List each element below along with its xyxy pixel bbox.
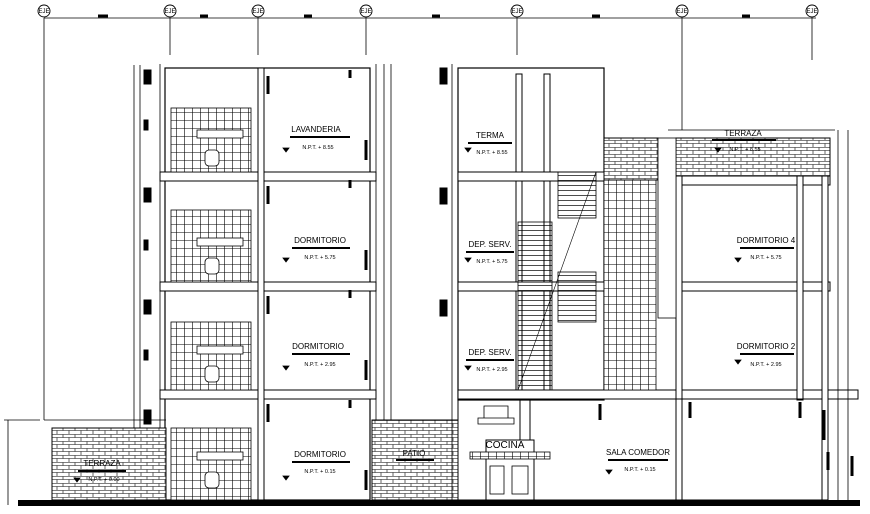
level-markers bbox=[73, 147, 742, 483]
eje-label: EJE bbox=[38, 9, 49, 15]
room-name: DORMITORIO bbox=[294, 236, 346, 245]
room-level: N.P.T. + 0.15 bbox=[624, 467, 655, 473]
room-level: N.P.T. + 2.95 bbox=[304, 362, 335, 368]
room-level: N.P.T. + 5.75 bbox=[750, 255, 781, 261]
room-level: N.P.T. + 0.00 bbox=[88, 477, 119, 483]
room-label-patio: PATIO bbox=[396, 449, 434, 461]
room-label-dormitorio-left-2: DORMITORIO N.P.T. + 2.95 bbox=[292, 342, 350, 368]
room-label-dormitorio-left-1: DORMITORIO N.P.T. + 0.15 bbox=[292, 450, 350, 475]
room-label-lavanderia: LAVANDERIA N.P.T. + 8.55 bbox=[290, 125, 350, 151]
eje-label: EJE bbox=[164, 9, 175, 15]
eje-marker-2: EJE bbox=[163, 4, 177, 18]
right-block bbox=[439, 64, 859, 501]
room-name: DEP. SERV. bbox=[469, 240, 512, 249]
eje-marker-5: EJE bbox=[510, 4, 524, 18]
room-name: COCINA bbox=[486, 440, 525, 451]
room-level: N.P.T. + 0.15 bbox=[304, 469, 335, 475]
axis-grid bbox=[43, 14, 816, 420]
room-label-cocina: COCINA bbox=[486, 440, 525, 451]
eje-label: EJE bbox=[252, 9, 263, 15]
room-level: N.P.T. + 2.95 bbox=[750, 362, 781, 368]
room-name: DEP. SERV. bbox=[469, 348, 512, 357]
room-name: DORMITORIO 2 bbox=[737, 342, 796, 351]
room-name: PATIO bbox=[403, 449, 426, 458]
room-label-terma: TERMA N.P.T. + 8.55 bbox=[468, 131, 512, 156]
ground-line bbox=[4, 419, 860, 506]
room-name: DORMITORIO bbox=[292, 342, 344, 351]
eje-label: EJE bbox=[806, 9, 817, 15]
room-level: N.P.T. + 5.75 bbox=[476, 259, 507, 265]
room-label-dormitorio-left-3: DORMITORIO N.P.T. + 5.75 bbox=[292, 236, 350, 261]
eje-label: EJE bbox=[511, 9, 522, 15]
room-name: TERRAZA bbox=[83, 459, 121, 468]
left-block bbox=[133, 64, 392, 501]
room-label-dormitorio-2: DORMITORIO 2 N.P.T. + 2.95 bbox=[737, 342, 796, 368]
room-level: N.P.T. + 8.55 bbox=[729, 147, 760, 153]
room-label-sala-comedor: SALA COMEDOR N.P.T. + 0.15 bbox=[606, 448, 670, 473]
eje-marker-1: EJE bbox=[37, 4, 51, 18]
eje-label: EJE bbox=[676, 9, 687, 15]
eje-marker-3: EJE bbox=[251, 4, 265, 18]
eje-marker-6: EJE bbox=[675, 4, 689, 18]
room-label-dormitorio-4: DORMITORIO 4 N.P.T. + 5.75 bbox=[737, 236, 796, 261]
room-level: N.P.T. + 2.95 bbox=[476, 367, 507, 373]
room-label-terraza-top: TERRAZA N.P.T. + 8.55 bbox=[712, 129, 776, 153]
eje-marker-7: EJE bbox=[805, 4, 819, 18]
room-name: DORMITORIO 4 bbox=[737, 236, 796, 245]
room-label-dep-serv-2: DEP. SERV. N.P.T. + 2.95 bbox=[466, 348, 514, 373]
room-name: LAVANDERIA bbox=[291, 125, 341, 134]
eje-label: EJE bbox=[360, 9, 371, 15]
room-name: TERRAZA bbox=[724, 129, 762, 138]
room-label-terraza-ground: TERRAZA N.P.T. + 0.00 bbox=[78, 459, 126, 483]
room-name: DORMITORIO bbox=[294, 450, 346, 459]
room-level: N.P.T. + 5.75 bbox=[304, 255, 335, 261]
room-label-dep-serv-3: DEP. SERV. N.P.T. + 5.75 bbox=[466, 240, 514, 265]
room-name: SALA COMEDOR bbox=[606, 448, 670, 457]
cocina-appliances bbox=[469, 405, 551, 501]
room-level: N.P.T. + 8.55 bbox=[302, 145, 333, 151]
eje-marker-4: EJE bbox=[359, 4, 373, 18]
terraza-ground-wall bbox=[44, 419, 167, 501]
room-level: N.P.T. + 8.55 bbox=[476, 150, 507, 156]
room-name: TERMA bbox=[476, 131, 505, 140]
